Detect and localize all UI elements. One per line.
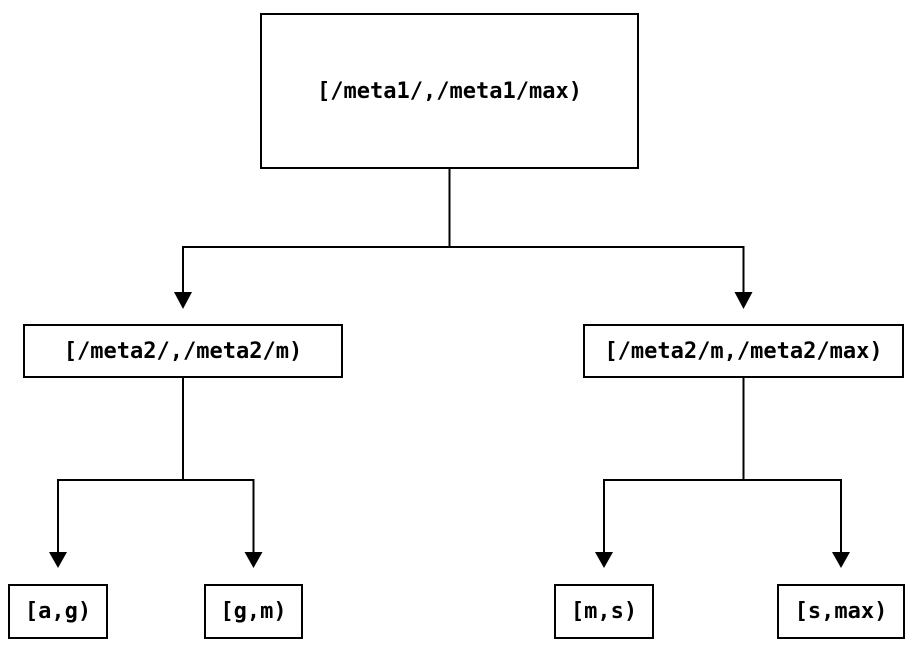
tree-node-leaf-ms: [m,s) <box>554 584 654 639</box>
node-label-root: [/meta1/,/meta1/max) <box>317 78 582 104</box>
tree-node-meta2-lower: [/meta2/,/meta2/m) <box>23 324 343 378</box>
tree-node-meta2-upper: [/meta2/m,/meta2/max) <box>583 324 904 378</box>
node-label-leaf-ag: [a,g) <box>24 599 92 624</box>
tree-node-root: [/meta1/,/meta1/max) <box>260 13 639 169</box>
tree-node-leaf-smax: [s,max) <box>777 584 905 639</box>
edge-lines <box>57 169 842 552</box>
node-label-leaf-gm: [g,m) <box>220 599 287 624</box>
node-label-meta2-lower: [/meta2/,/meta2/m) <box>63 338 303 364</box>
tree-node-leaf-ag: [a,g) <box>8 584 108 639</box>
tree-node-leaf-gm: [g,m) <box>204 584 303 639</box>
arrowhead-icon <box>49 552 67 568</box>
arrowhead-icon <box>174 292 192 309</box>
node-label-leaf-ms: [m,s) <box>570 599 638 624</box>
arrowhead-icon <box>595 552 613 568</box>
arrowhead-icon <box>832 552 850 568</box>
arrowhead-icon <box>244 552 263 568</box>
node-label-meta2-upper: [/meta2/m,/meta2/max) <box>604 338 883 364</box>
arrowhead-icon <box>734 292 753 309</box>
node-label-leaf-smax: [s,max) <box>794 599 888 624</box>
